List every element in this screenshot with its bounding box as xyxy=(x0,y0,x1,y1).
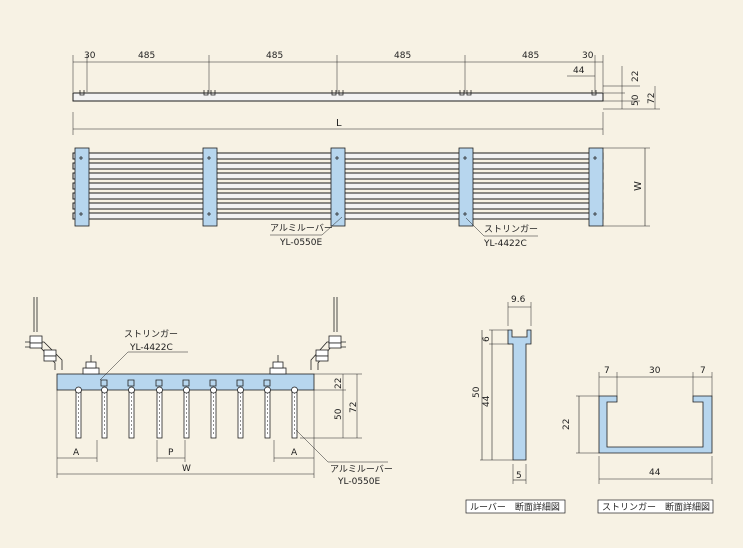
top-plan: W アルミルーバー YL-0550E ストリンガー YL-4422C xyxy=(72,147,650,249)
span-label-6: 30 xyxy=(582,51,594,61)
span-label-3: 485 xyxy=(266,51,283,61)
height-label-22: 22 xyxy=(631,71,641,82)
louver-callout-code: YL-0550E xyxy=(279,238,323,248)
louver-lip-label: 6 xyxy=(482,336,492,342)
stringer-width-label: 44 xyxy=(649,468,661,478)
section-height-50: 50 xyxy=(334,408,344,420)
height-label-72: 72 xyxy=(647,93,657,104)
section-height-72: 72 xyxy=(349,402,359,413)
span-label-5: 485 xyxy=(522,51,539,61)
length-dimension: L xyxy=(72,112,604,135)
louver-caption-box xyxy=(465,499,566,514)
louver-caption: ルーバー 断面詳細図 xyxy=(470,501,560,513)
stringer-inner-width: 30 xyxy=(649,366,661,376)
section-dim-p: P xyxy=(168,448,174,458)
stringer-profile: 7 30 7 22 44 ストリンガー 断面詳細図 xyxy=(562,366,714,514)
length-label: L xyxy=(336,118,342,129)
cross-section: ストリンガー YL-4422C アルミルーバー YL-0550E 22 50 7… xyxy=(25,297,393,487)
span-label-1: 30 xyxy=(84,51,96,61)
span-label-4: 485 xyxy=(394,51,411,61)
stringer-lip-left: 7 xyxy=(604,366,610,376)
stringer-callout-name: ストリンガー xyxy=(484,224,538,235)
section-louver-name: アルミルーバー xyxy=(330,464,393,475)
louver-web-label: 44 xyxy=(482,395,492,407)
stringers xyxy=(74,147,604,227)
stringer-height-label: 22 xyxy=(562,419,572,430)
section-dim-a-left: A xyxy=(73,448,80,458)
stringer-lip-right: 7 xyxy=(700,366,706,376)
detail-44-label: 44 xyxy=(573,66,585,76)
section-height-22: 22 xyxy=(334,378,344,389)
span-label-2: 485 xyxy=(138,51,155,61)
stringer-caption: ストリンガー 断面詳細図 xyxy=(602,501,710,513)
louver-elevation-bar xyxy=(72,92,604,102)
section-stringer-name: ストリンガー xyxy=(124,329,178,340)
height-label-50: 50 xyxy=(631,94,641,106)
louver-width-label: 9.6 xyxy=(511,295,526,305)
louver-thickness-label: 5 xyxy=(516,471,522,481)
stringer-callout-code: YL-4422C xyxy=(483,239,527,249)
top-elevation: 30 485 485 485 485 30 44 22 50 72 xyxy=(72,51,660,110)
section-dim-w: W xyxy=(182,464,191,474)
section-louver-code: YL-0550E xyxy=(337,477,381,487)
width-label: W xyxy=(633,181,644,191)
louver-blades xyxy=(75,386,298,439)
section-stringer-code: YL-4422C xyxy=(129,343,173,353)
section-dim-a-right: A xyxy=(291,448,298,458)
louver-callout-name: アルミルーバー xyxy=(270,223,333,234)
louver-profile: 9.6 6 50 44 5 ルーバー 断面詳細図 xyxy=(465,295,566,514)
plan-bolts xyxy=(79,156,597,216)
louver-height-label: 50 xyxy=(472,386,482,398)
stringer-caption-box xyxy=(597,499,714,514)
